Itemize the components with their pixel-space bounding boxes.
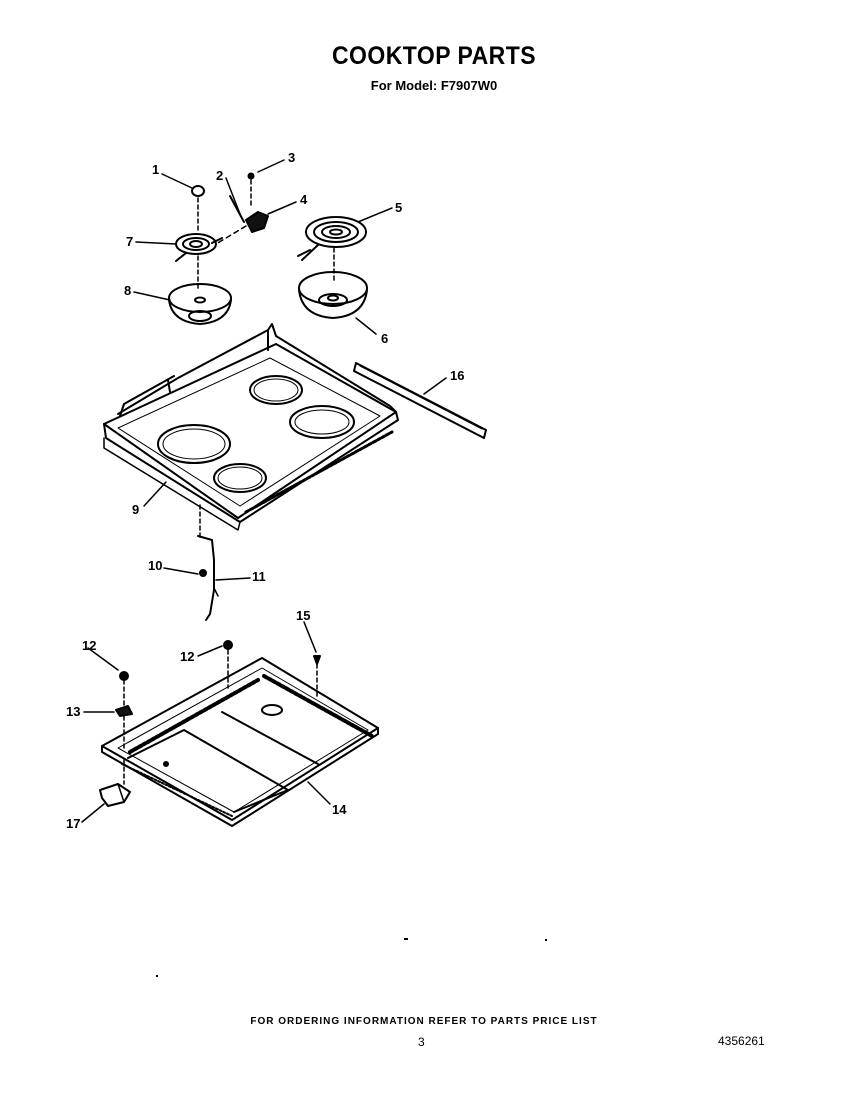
callout-5: 5 [395, 200, 402, 215]
part-11-wire [197, 504, 219, 621]
callout-4: 4 [300, 192, 308, 207]
callout-6: 6 [381, 331, 388, 346]
print-specks [156, 938, 547, 977]
part-17-bracket [99, 759, 131, 807]
callout-10: 10 [148, 558, 162, 573]
callout-1: 1 [152, 162, 159, 177]
page-title: COOKTOP PARTS [331, 42, 537, 70]
callout-8: 8 [124, 283, 131, 298]
part-1-knob [191, 185, 205, 197]
callout-9: 9 [132, 502, 139, 517]
document-number: 4356261 [718, 1034, 765, 1048]
page-number: 3 [418, 1035, 425, 1049]
part-6-large-drip-bowl [298, 271, 368, 319]
model-subtitle: For Model: F7907W0 [370, 78, 498, 93]
part-10-screw [199, 569, 207, 577]
leader-lines [81, 159, 447, 823]
part-5-large-element [297, 216, 367, 283]
part-14-bottom-panel [101, 657, 379, 827]
callout-16: 16 [450, 368, 464, 383]
callout-7: 7 [126, 234, 133, 249]
callout-2: 2 [216, 168, 223, 183]
part-13-clip [115, 705, 133, 751]
callout-13: 13 [66, 704, 80, 719]
callout-11: 11 [252, 569, 266, 584]
callout-12-left: 12 [82, 638, 96, 653]
callout-17: 17 [66, 816, 80, 831]
part-12-screw-right [223, 640, 233, 689]
part-9-cooktop [103, 323, 399, 531]
part-7-small-element [175, 197, 223, 289]
part-8-small-drip-bowl [168, 283, 232, 325]
part-16-trim-strip [353, 362, 487, 439]
callout-12-right: 12 [180, 649, 194, 664]
part-12-screw-left [119, 671, 129, 713]
ordering-note: FOR ORDERING INFORMATION REFER TO PARTS … [250, 1016, 598, 1027]
part-15-screw [313, 655, 321, 697]
part-2-wire [229, 195, 245, 223]
callout-15: 15 [296, 608, 310, 623]
callout-3: 3 [288, 150, 295, 165]
part-4-receptacle [215, 211, 269, 245]
callout-14: 14 [332, 802, 347, 817]
part-3-screw [247, 172, 255, 207]
